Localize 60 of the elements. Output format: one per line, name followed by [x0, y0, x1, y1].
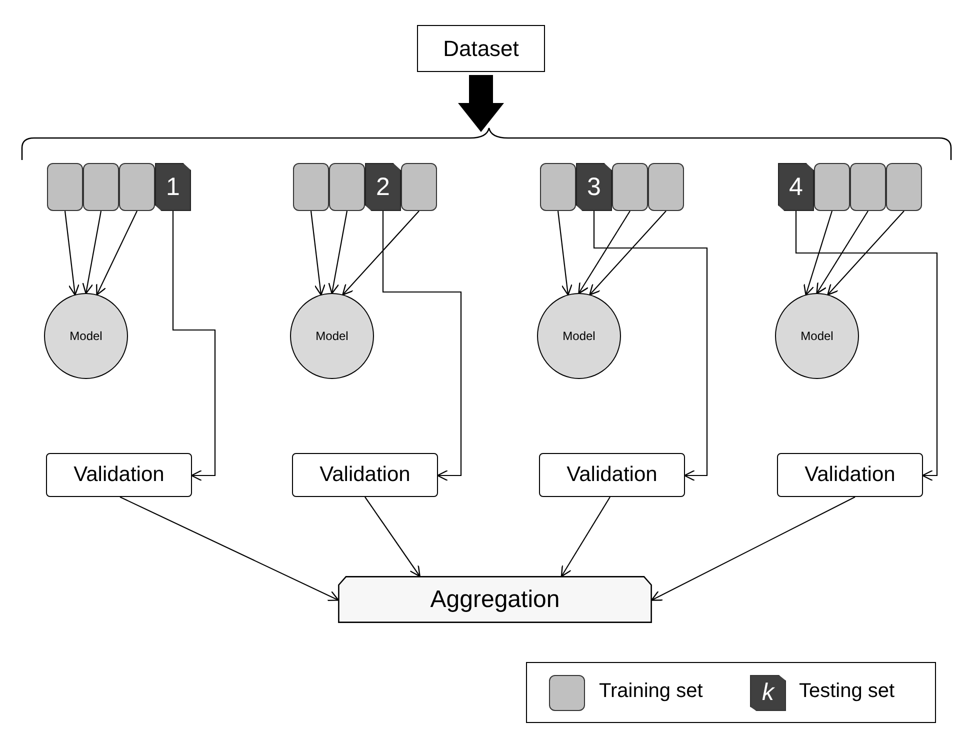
node-label: Aggregation — [430, 586, 560, 614]
validation-box — [777, 453, 923, 497]
legend-label: Testing set — [799, 680, 895, 703]
arrow — [310, 210, 326, 296]
node-label: Model — [70, 329, 102, 343]
node-label: Model — [316, 329, 348, 343]
node-label: Validation — [320, 463, 410, 487]
arrow — [589, 210, 666, 296]
legend-symbol: k — [762, 679, 774, 707]
arrow — [342, 210, 420, 296]
node-label: Validation — [74, 463, 164, 487]
data-fold-block — [119, 163, 155, 211]
test-fold-block — [155, 163, 191, 211]
arrow — [382, 211, 462, 482]
arrow — [816, 210, 868, 294]
fold-number: 1 — [166, 172, 180, 202]
data-fold-block — [540, 163, 576, 211]
arrow — [64, 210, 80, 296]
data-fold-block — [850, 163, 886, 211]
arrow — [364, 496, 420, 577]
data-fold-block — [648, 163, 684, 211]
fold-number: 2 — [376, 172, 390, 202]
data-fold-block — [886, 163, 922, 211]
node-label: Model — [800, 329, 834, 343]
arrow — [593, 211, 708, 482]
test-fold-block — [576, 163, 612, 211]
arrow — [795, 211, 938, 482]
arrow — [803, 210, 833, 296]
fold-number: 3 — [587, 172, 601, 202]
data-fold-block — [329, 163, 365, 211]
test-fold-block — [365, 163, 401, 211]
data-fold-block — [401, 163, 437, 211]
node-label: Dataset — [443, 36, 519, 62]
data-fold-block — [83, 163, 119, 211]
fold-number: 4 — [789, 172, 803, 202]
arrow — [578, 210, 630, 294]
node-label: Model — [562, 329, 596, 343]
test-fold-block — [778, 163, 814, 211]
node-label: Validation — [804, 463, 896, 487]
arrow — [172, 211, 216, 482]
arrow — [82, 210, 102, 294]
legend-label: Training set — [599, 680, 703, 703]
arrow — [557, 210, 572, 296]
arrow — [650, 496, 856, 601]
node-label: Validation — [566, 463, 658, 487]
arrow — [827, 210, 904, 296]
block-arrow — [458, 75, 504, 132]
validation-box — [292, 453, 438, 497]
dataset-box — [417, 25, 545, 72]
validation-box — [539, 453, 685, 497]
data-fold-block — [47, 163, 83, 211]
validation-box — [46, 453, 192, 497]
arrow — [560, 496, 610, 578]
arrow — [96, 210, 138, 296]
data-fold-block — [612, 163, 648, 211]
data-fold-block — [293, 163, 329, 211]
data-fold-block — [814, 163, 850, 211]
arrow — [328, 210, 348, 294]
arrow — [120, 496, 340, 602]
aggregation-box — [338, 576, 652, 623]
